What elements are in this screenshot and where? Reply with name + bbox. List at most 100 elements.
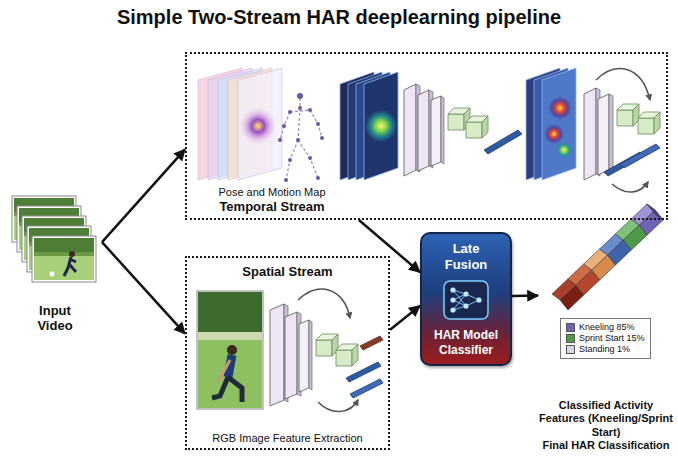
legend-row: Kneeling 85%: [566, 322, 645, 333]
temporal-cnn: [484, 130, 522, 154]
pose-joints: [316, 176, 320, 180]
rgb-frame: [212, 377, 242, 402]
legend-label: Sprint Start 15%: [579, 333, 645, 344]
pose-joints: [308, 156, 312, 160]
rgb-frame: [228, 355, 232, 377]
legend-row: Sprint Start 15%: [566, 333, 645, 344]
icon-neuron: [476, 298, 481, 303]
temporal-cnn: [364, 72, 398, 180]
legend-label: Standing 1%: [579, 344, 630, 355]
temporal-cnn: [418, 90, 429, 171]
pose-motion-maps: [198, 68, 324, 182]
spatial-cnn: [346, 362, 381, 382]
temporal-cnn-deep: [544, 124, 564, 144]
temporal-cnn: [431, 96, 441, 166]
node-heading: Pose and Motion Map: [197, 186, 347, 199]
input-video-frames: [32, 236, 96, 282]
pose-joints: [296, 138, 300, 142]
legend-swatch: [566, 334, 575, 343]
flow-arrow: [390, 306, 420, 330]
temporal-cnn-deep: [609, 94, 613, 172]
node-label: Temporal Stream: [197, 199, 347, 215]
pose-joints: [298, 106, 302, 110]
legend-row: Standing 1%: [566, 344, 645, 355]
stream-panel: Pose and Motion MapTemporal Stream: [185, 52, 668, 220]
spatial-cnn: [197, 289, 383, 412]
temporal-cnn: [340, 72, 522, 180]
input-video-frames: [34, 238, 94, 280]
node-heading: Late Fusion: [431, 241, 501, 272]
legend-swatch: [566, 345, 575, 354]
legend-box: Kneeling 85%Sprint Start 15%Standing 1%: [560, 318, 651, 359]
temporal-cnn-deep: [584, 88, 600, 180]
temporal-cnn-deep: [598, 94, 609, 175]
input-video-frames: [12, 196, 96, 282]
activity-feature-bar: [647, 204, 663, 220]
pose-joints: [284, 178, 288, 182]
input-node: Input Video: [8, 196, 102, 336]
pose-joints: [278, 93, 324, 182]
pose-skeleton: [280, 98, 322, 180]
temporal-cnn: [466, 116, 488, 138]
pose-joints: [282, 124, 286, 128]
spatial-cnn: [299, 320, 309, 392]
temporal-cnn-deep: [556, 142, 572, 158]
input-video-frames: [32, 236, 96, 282]
temporal-cnn-deep: [617, 104, 639, 126]
pose-joints: [320, 136, 324, 140]
icon-neuron: [463, 304, 468, 309]
temporal-cnn-deep: [598, 94, 613, 175]
pose-joints: [288, 158, 292, 162]
legend-label: Kneeling 85%: [579, 322, 635, 333]
diagram-title: Simple Two-Stream HAR deeplearning pipel…: [0, 6, 678, 29]
node-heading: Input Video: [24, 303, 86, 334]
pose-joints: [278, 138, 282, 142]
spatial-cnn: [318, 400, 358, 412]
flow-arrow: [102, 149, 185, 242]
flow-arrow: [512, 294, 538, 297]
spatial-cnn: [360, 336, 383, 350]
node-label: RGB Image Feature Extraction: [212, 432, 362, 445]
icon-neuron: [450, 288, 455, 293]
node-heading: Classified Activity Features (Kneeling/S…: [538, 399, 674, 439]
pose-joints: [316, 122, 320, 126]
rgb-frame: [218, 360, 230, 382]
pose-motion-maps: [238, 68, 282, 180]
temporal-cnn-deep: [548, 96, 572, 120]
node-heading: Spatial Stream: [242, 264, 332, 280]
temporal-cnn-deep: [620, 144, 660, 168]
rgb-frame: [198, 332, 262, 340]
temporal-cnn: [441, 96, 444, 164]
stream-panel: Spatial StreamRGB Image Feature Extracti…: [185, 256, 390, 450]
classifier-box: Late FusionHAR Model Classifier: [420, 232, 512, 366]
spatial-cnn: [309, 320, 312, 390]
rgb-frame: [198, 292, 262, 408]
pose-joints: [297, 93, 303, 99]
node-label: HAR Model Classifier: [431, 328, 501, 357]
rgb-frame: [227, 345, 237, 355]
spatial-cnn: [285, 312, 297, 399]
rgb-frame: [197, 291, 263, 409]
spatial-cnn: [270, 304, 284, 406]
legend-swatch: [566, 323, 575, 332]
pose-skeleton: [280, 98, 322, 180]
icon-neuron: [450, 298, 455, 303]
spatial-cnn: [336, 344, 358, 366]
rgb-frame: [197, 291, 263, 409]
spatial-cnn: [350, 379, 383, 398]
spatial-cnn: [299, 320, 312, 392]
temporal-cnn-deep: [638, 112, 660, 134]
temporal-cnn-deep: [584, 88, 596, 180]
temporal-cnn-deep: [542, 68, 576, 180]
network-icon: [443, 280, 489, 320]
pose-joints: [308, 108, 312, 112]
rgb-frame: [198, 292, 262, 332]
temporal-cnn-deep: [526, 68, 660, 192]
pose-motion-maps: [240, 108, 276, 144]
temporal-cnn: [404, 84, 416, 176]
temporal-cnn-deep: [596, 69, 650, 100]
pose-joints: [288, 110, 292, 114]
